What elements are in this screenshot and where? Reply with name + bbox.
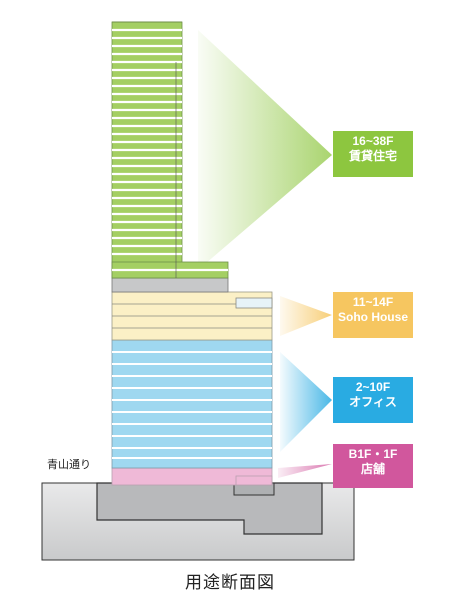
soho-pointer bbox=[280, 296, 332, 336]
residential-use: 賃貸住宅 bbox=[348, 149, 397, 163]
soho-use: Soho House bbox=[337, 310, 408, 324]
residential-floors: 16~38F bbox=[352, 134, 394, 148]
retail-floors: B1F・1F bbox=[348, 447, 398, 461]
office-use: オフィス bbox=[349, 395, 397, 409]
street-label: 青山通り bbox=[47, 458, 91, 471]
soho-terrace bbox=[235, 297, 273, 309]
retail-use: 店舗 bbox=[360, 462, 385, 476]
soho-label-box: 11~14F Soho House bbox=[333, 292, 413, 338]
residential-label-box: 16~38F 賃貸住宅 bbox=[333, 131, 413, 177]
office-floor-lines bbox=[112, 351, 272, 459]
office-label-box: 2~10F オフィス bbox=[333, 377, 413, 423]
office-floors: 2~10F bbox=[355, 380, 391, 394]
retail-block-right bbox=[235, 475, 273, 486]
retail-label-box: B1F・1F 店舗 bbox=[333, 444, 413, 488]
retail-pointer bbox=[278, 464, 332, 478]
mechanical-floor bbox=[111, 277, 229, 293]
office-pointer bbox=[280, 352, 332, 452]
residential-floor-lines bbox=[112, 28, 228, 272]
office-block bbox=[111, 339, 273, 469]
residential-pointer bbox=[198, 30, 332, 270]
diagram-caption: 用途断面図 bbox=[185, 573, 275, 593]
basement-outline bbox=[96, 482, 323, 535]
soho-floors: 11~14F bbox=[352, 295, 394, 309]
